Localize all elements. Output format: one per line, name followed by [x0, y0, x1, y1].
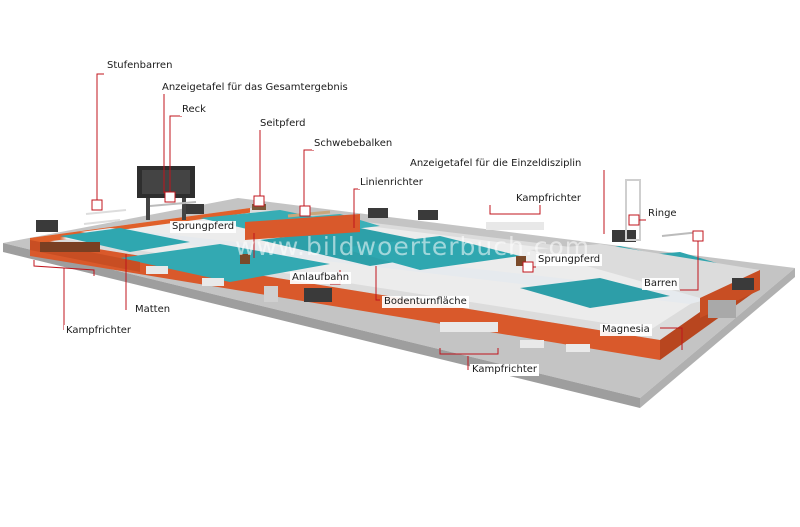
markers	[91, 191, 704, 273]
uneven-bars-low	[83, 219, 121, 225]
vault-right	[516, 256, 526, 266]
leader-lines	[33, 73, 699, 370]
leader-linienrichter	[353, 188, 360, 228]
scoreboard-total-screen	[142, 170, 190, 194]
scoreboard-small-2	[186, 204, 204, 214]
scoreboard-small-4	[418, 210, 438, 220]
desk-2	[202, 278, 224, 286]
marker-sprungpferd-right	[522, 261, 534, 273]
label-stufenbarren: Stufenbarren	[105, 60, 175, 72]
leader-kampfrichter-bottom-bracket	[439, 348, 499, 355]
scoreboard-small-6	[732, 278, 754, 290]
scoreboard-small-7	[304, 288, 332, 302]
judges-table-top	[486, 222, 544, 230]
high-bar	[149, 201, 197, 207]
label-magnesia: Magnesia	[600, 324, 652, 336]
marker-anzeigetafel	[164, 191, 176, 203]
platform-back-center	[245, 214, 360, 240]
label-anzeigetafel-einzel: Anzeigetafel für die Einzeldisziplin	[408, 158, 584, 170]
label-anlaufbahn: Anlaufbahn	[290, 272, 352, 284]
mat-left-long	[120, 244, 330, 282]
label-schwebebalken: Schwebebalken	[312, 138, 395, 150]
marker-seitpferd	[253, 195, 265, 207]
leader-barren	[680, 236, 699, 291]
label-matten: Matten	[133, 304, 173, 316]
marker-ringe	[628, 214, 640, 226]
label-sprungpferd-left: Sprungpferd	[170, 221, 237, 233]
label-sprungpferd-right: Sprungpferd	[536, 254, 603, 266]
label-linienrichter: Linienrichter	[358, 177, 425, 189]
label-anzeigetafel-gesamt: Anzeigetafel für das Gesamtergebnis	[160, 82, 350, 94]
scoreboard-total-leg-left	[146, 198, 150, 220]
judges-table-left	[40, 242, 100, 252]
rings-frame	[625, 179, 641, 241]
label-seitpferd: Seitpferd	[258, 118, 308, 130]
mat-front	[520, 278, 670, 308]
leader-reck	[169, 115, 182, 198]
marker-schwebebalken	[299, 205, 311, 217]
desk-3	[520, 340, 544, 348]
judges-table-bottom	[440, 322, 498, 332]
label-bodenturnflaeche: Bodenturnfläche	[382, 296, 469, 308]
label-barren: Barren	[642, 278, 680, 290]
desk-1	[146, 266, 168, 274]
label-kampfrichter-left: Kampfrichter	[64, 325, 134, 337]
label-kampfrichter-top: Kampfrichter	[514, 193, 584, 205]
stairs-right	[708, 300, 736, 318]
watermark: www.bildwoerterbuch.com	[235, 232, 591, 261]
mat-center	[340, 236, 520, 270]
leader-kampfrichter-top	[489, 205, 541, 215]
leader-kampfrichter-left-bracket	[33, 260, 95, 276]
scoreboard-small-1	[36, 220, 58, 232]
desk-4	[566, 344, 590, 352]
uneven-bars-high	[85, 209, 127, 215]
mat-uneven-bars	[60, 228, 190, 252]
arena-floor-edge-right	[640, 268, 795, 408]
leader-bodenturnflaeche	[375, 266, 380, 301]
label-reck: Reck	[180, 104, 208, 116]
vault-left	[240, 254, 250, 264]
leader-magnesia	[660, 327, 683, 350]
leader-stufenbarren	[96, 73, 104, 206]
label-kampfrichter-bottom: Kampfrichter	[470, 364, 540, 376]
scoreboard-total-leg-right	[182, 198, 186, 220]
marker-stufenbarren	[91, 199, 103, 211]
leader-schwebebalken	[303, 149, 314, 212]
pommel-horse	[252, 204, 266, 210]
stairs-left	[264, 286, 278, 302]
marker-barren	[692, 230, 704, 242]
label-ringe: Ringe	[646, 208, 679, 220]
scoreboard-small-3	[368, 208, 388, 218]
